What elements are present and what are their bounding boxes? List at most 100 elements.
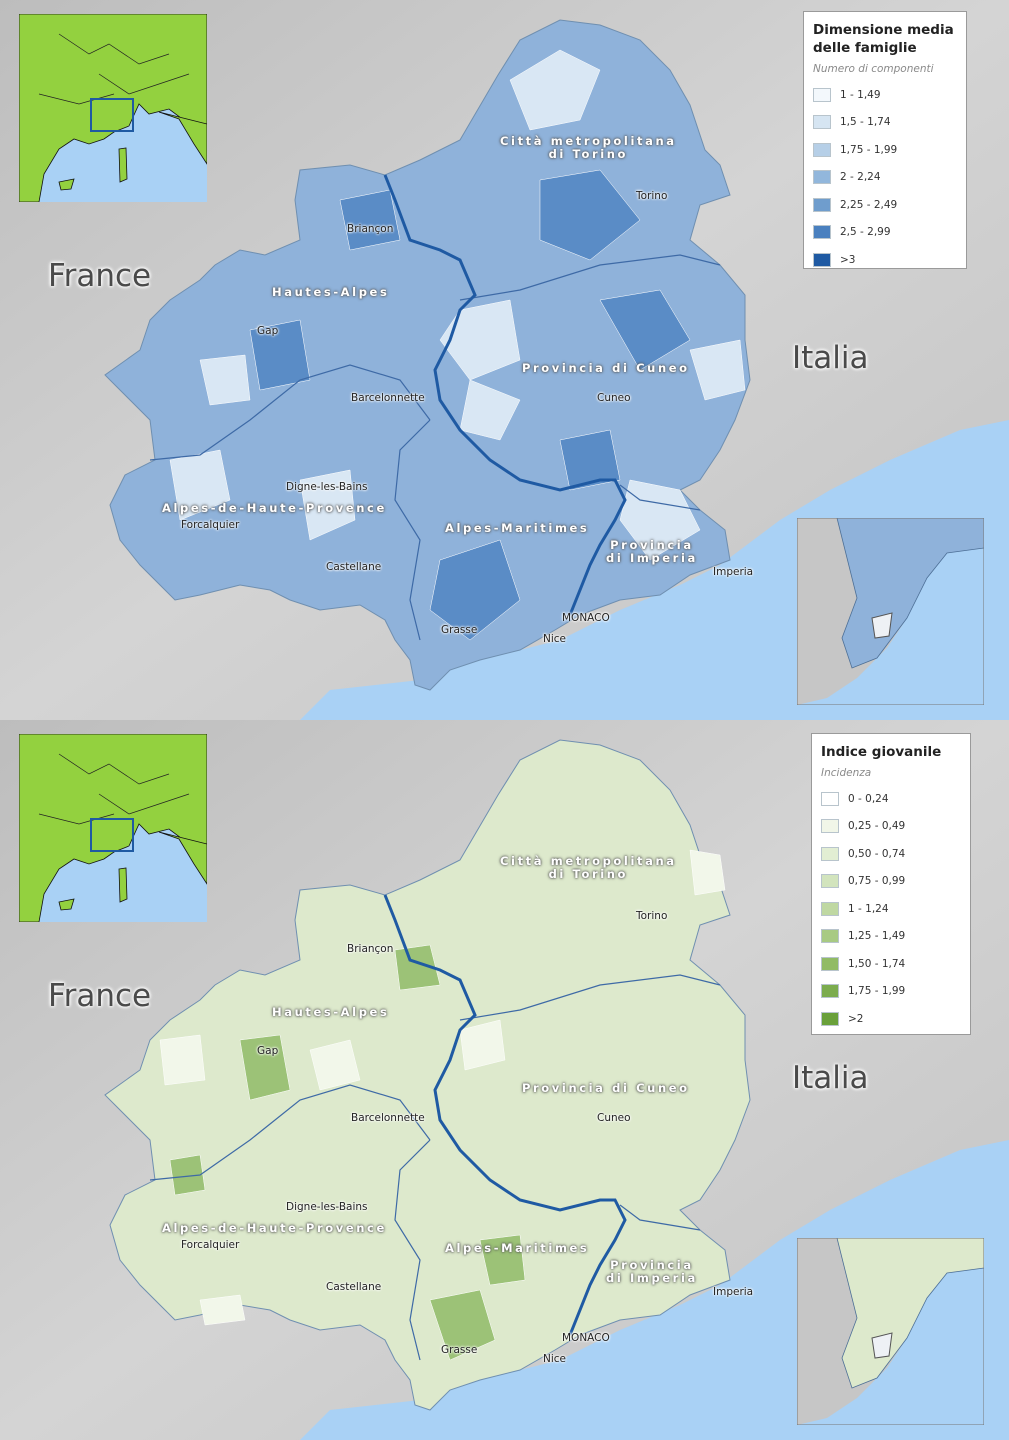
locator-frame [90, 818, 134, 852]
legend-swatch [813, 197, 831, 212]
legend-class-row: 1,25 - 1,49 [821, 923, 970, 951]
legend-class-label: 1,75 - 1,99 [848, 985, 906, 998]
city-label-torino: Torino [636, 910, 668, 922]
legend-class-row: 1,75 - 1,99 [813, 136, 966, 164]
legend-swatch [813, 115, 831, 130]
legend-youth-index: Indice giovanile Incidenza 0 - 0,24 0,25 … [811, 733, 971, 1035]
region-label-alpes-maritimes: Alpes-Maritimes [445, 1241, 590, 1255]
legend-class-label: 1,25 - 1,49 [848, 930, 906, 943]
legend-class-label: 1,5 - 1,74 [840, 116, 891, 129]
city-label-imperia: Imperia [713, 566, 754, 578]
country-label-italia: Italia [792, 340, 869, 376]
city-label-nice: Nice [543, 1353, 567, 1365]
legend-title-line1: Dimensione media [813, 22, 954, 38]
city-label-monaco: MONACO [562, 1332, 610, 1344]
province-boundary [619, 484, 701, 511]
city-label-gap: Gap [257, 325, 279, 337]
legend-class-label: 1 - 1,49 [840, 88, 881, 101]
study-area-fill [104, 739, 751, 1411]
legend-swatch [821, 874, 839, 889]
legend-household-size: Dimensione media delle famiglie Numero d… [803, 11, 967, 269]
national-border [383, 894, 627, 1336]
legend-classes: 0 - 0,24 0,25 - 0,49 0,50 - 0,74 0,75 - 0,9… [821, 785, 970, 1033]
legend-class-row: >3 [813, 246, 966, 274]
legend-class-label: 1,50 - 1,74 [848, 957, 906, 970]
country-label-france: France [48, 258, 152, 294]
commune-patches [169, 49, 746, 641]
legend-subtitle: Incidenza [821, 767, 872, 779]
province-boundary [619, 1204, 701, 1231]
map-panel-youth-index: France Italia Città metropolitana di Tor… [0, 720, 1009, 1440]
legend-class-row: 2,5 - 2,99 [813, 219, 966, 247]
monaco-inset-map [797, 518, 984, 705]
region-label-hautes-alpes: Hautes-Alpes [272, 285, 390, 299]
legend-swatch [821, 901, 839, 916]
commune-patches [159, 849, 726, 1361]
city-label-cuneo: Cuneo [597, 1112, 631, 1124]
country-label-france: France [48, 978, 152, 1014]
legend-class-label: 0,25 - 0,49 [848, 820, 906, 833]
locator-map [19, 14, 207, 202]
region-label-hautes-alpes: Hautes-Alpes [272, 1005, 390, 1019]
city-label-monaco: MONACO [562, 612, 610, 624]
city-label-digne: Digne-les-Bains [286, 481, 368, 493]
legend-class-row: 2 - 2,24 [813, 164, 966, 192]
region-label-ahp: Alpes-de-Haute-Provence [162, 501, 387, 515]
city-label-castellane: Castellane [326, 561, 382, 573]
legend-class-label: 0 - 0,24 [848, 792, 889, 805]
legend-class-label: 2 - 2,24 [840, 171, 881, 184]
country-label-italia: Italia [792, 1060, 869, 1096]
legend-title-line2: delle famiglie [813, 40, 917, 56]
legend-class-row: 2,25 - 2,49 [813, 191, 966, 219]
city-label-imperia: Imperia [713, 1286, 754, 1298]
map-panel-household-size: France Italia Città metropolitana di Tor… [0, 0, 1009, 720]
legend-class-label: >3 [840, 253, 856, 266]
legend-swatch [813, 252, 831, 267]
region-label-imperia: Provincia di Imperia [606, 538, 698, 565]
city-label-nice: Nice [543, 633, 567, 645]
legend-swatch [821, 956, 839, 971]
legend-class-row: 1 - 1,49 [813, 81, 966, 109]
national-border [383, 174, 627, 616]
city-label-cuneo: Cuneo [597, 392, 631, 404]
city-label-digne: Digne-les-Bains [286, 1201, 368, 1213]
legend-swatch [813, 225, 831, 240]
legend-title: Dimensione media delle famiglie [813, 21, 966, 57]
region-label-imperia: Provincia di Imperia [606, 1258, 698, 1285]
legend-title-line1: Indice giovanile [821, 744, 942, 760]
legend-class-row: 0,75 - 0,99 [821, 868, 970, 896]
study-area [104, 739, 751, 1411]
city-label-torino: Torino [636, 190, 668, 202]
legend-class-label: 2,5 - 2,99 [840, 226, 891, 239]
city-label-briancon: Briançon [347, 943, 394, 955]
region-label-cuneo: Provincia di Cuneo [522, 361, 690, 375]
legend-swatch [821, 819, 839, 834]
dept-boundary [394, 1139, 431, 1361]
legend-class-row: 1,50 - 1,74 [821, 950, 970, 978]
locator-frame [90, 98, 134, 132]
legend-class-label: >2 [848, 1012, 864, 1025]
legend-class-row: 0,25 - 0,49 [821, 813, 970, 841]
legend-class-label: 0,75 - 0,99 [848, 875, 906, 888]
city-label-barcelonnette: Barcelonnette [351, 392, 425, 404]
legend-class-label: 2,25 - 2,49 [840, 198, 898, 211]
legend-class-label: 1,75 - 1,99 [840, 143, 898, 156]
province-boundary [459, 254, 721, 301]
region-label-torino: Città metropolitana di Torino [500, 134, 677, 161]
region-label-ahp: Alpes-de-Haute-Provence [162, 1221, 387, 1235]
city-label-grasse: Grasse [441, 624, 478, 636]
monaco-inset-map [797, 1238, 984, 1425]
legend-swatch [813, 142, 831, 157]
legend-swatch [813, 170, 831, 185]
legend-class-row: 1,5 - 1,74 [813, 109, 966, 137]
dept-boundary [149, 364, 431, 461]
region-label-cuneo: Provincia di Cuneo [522, 1081, 690, 1095]
legend-swatch [821, 791, 839, 806]
province-boundary [459, 974, 721, 1021]
city-label-forcalquier: Forcalquier [181, 1239, 240, 1251]
legend-class-row: 0 - 0,24 [821, 785, 970, 813]
legend-class-row: 1,75 - 1,99 [821, 978, 970, 1006]
city-label-briancon: Briançon [347, 223, 394, 235]
legend-swatch [821, 1011, 839, 1026]
legend-class-row: 0,50 - 0,74 [821, 840, 970, 868]
